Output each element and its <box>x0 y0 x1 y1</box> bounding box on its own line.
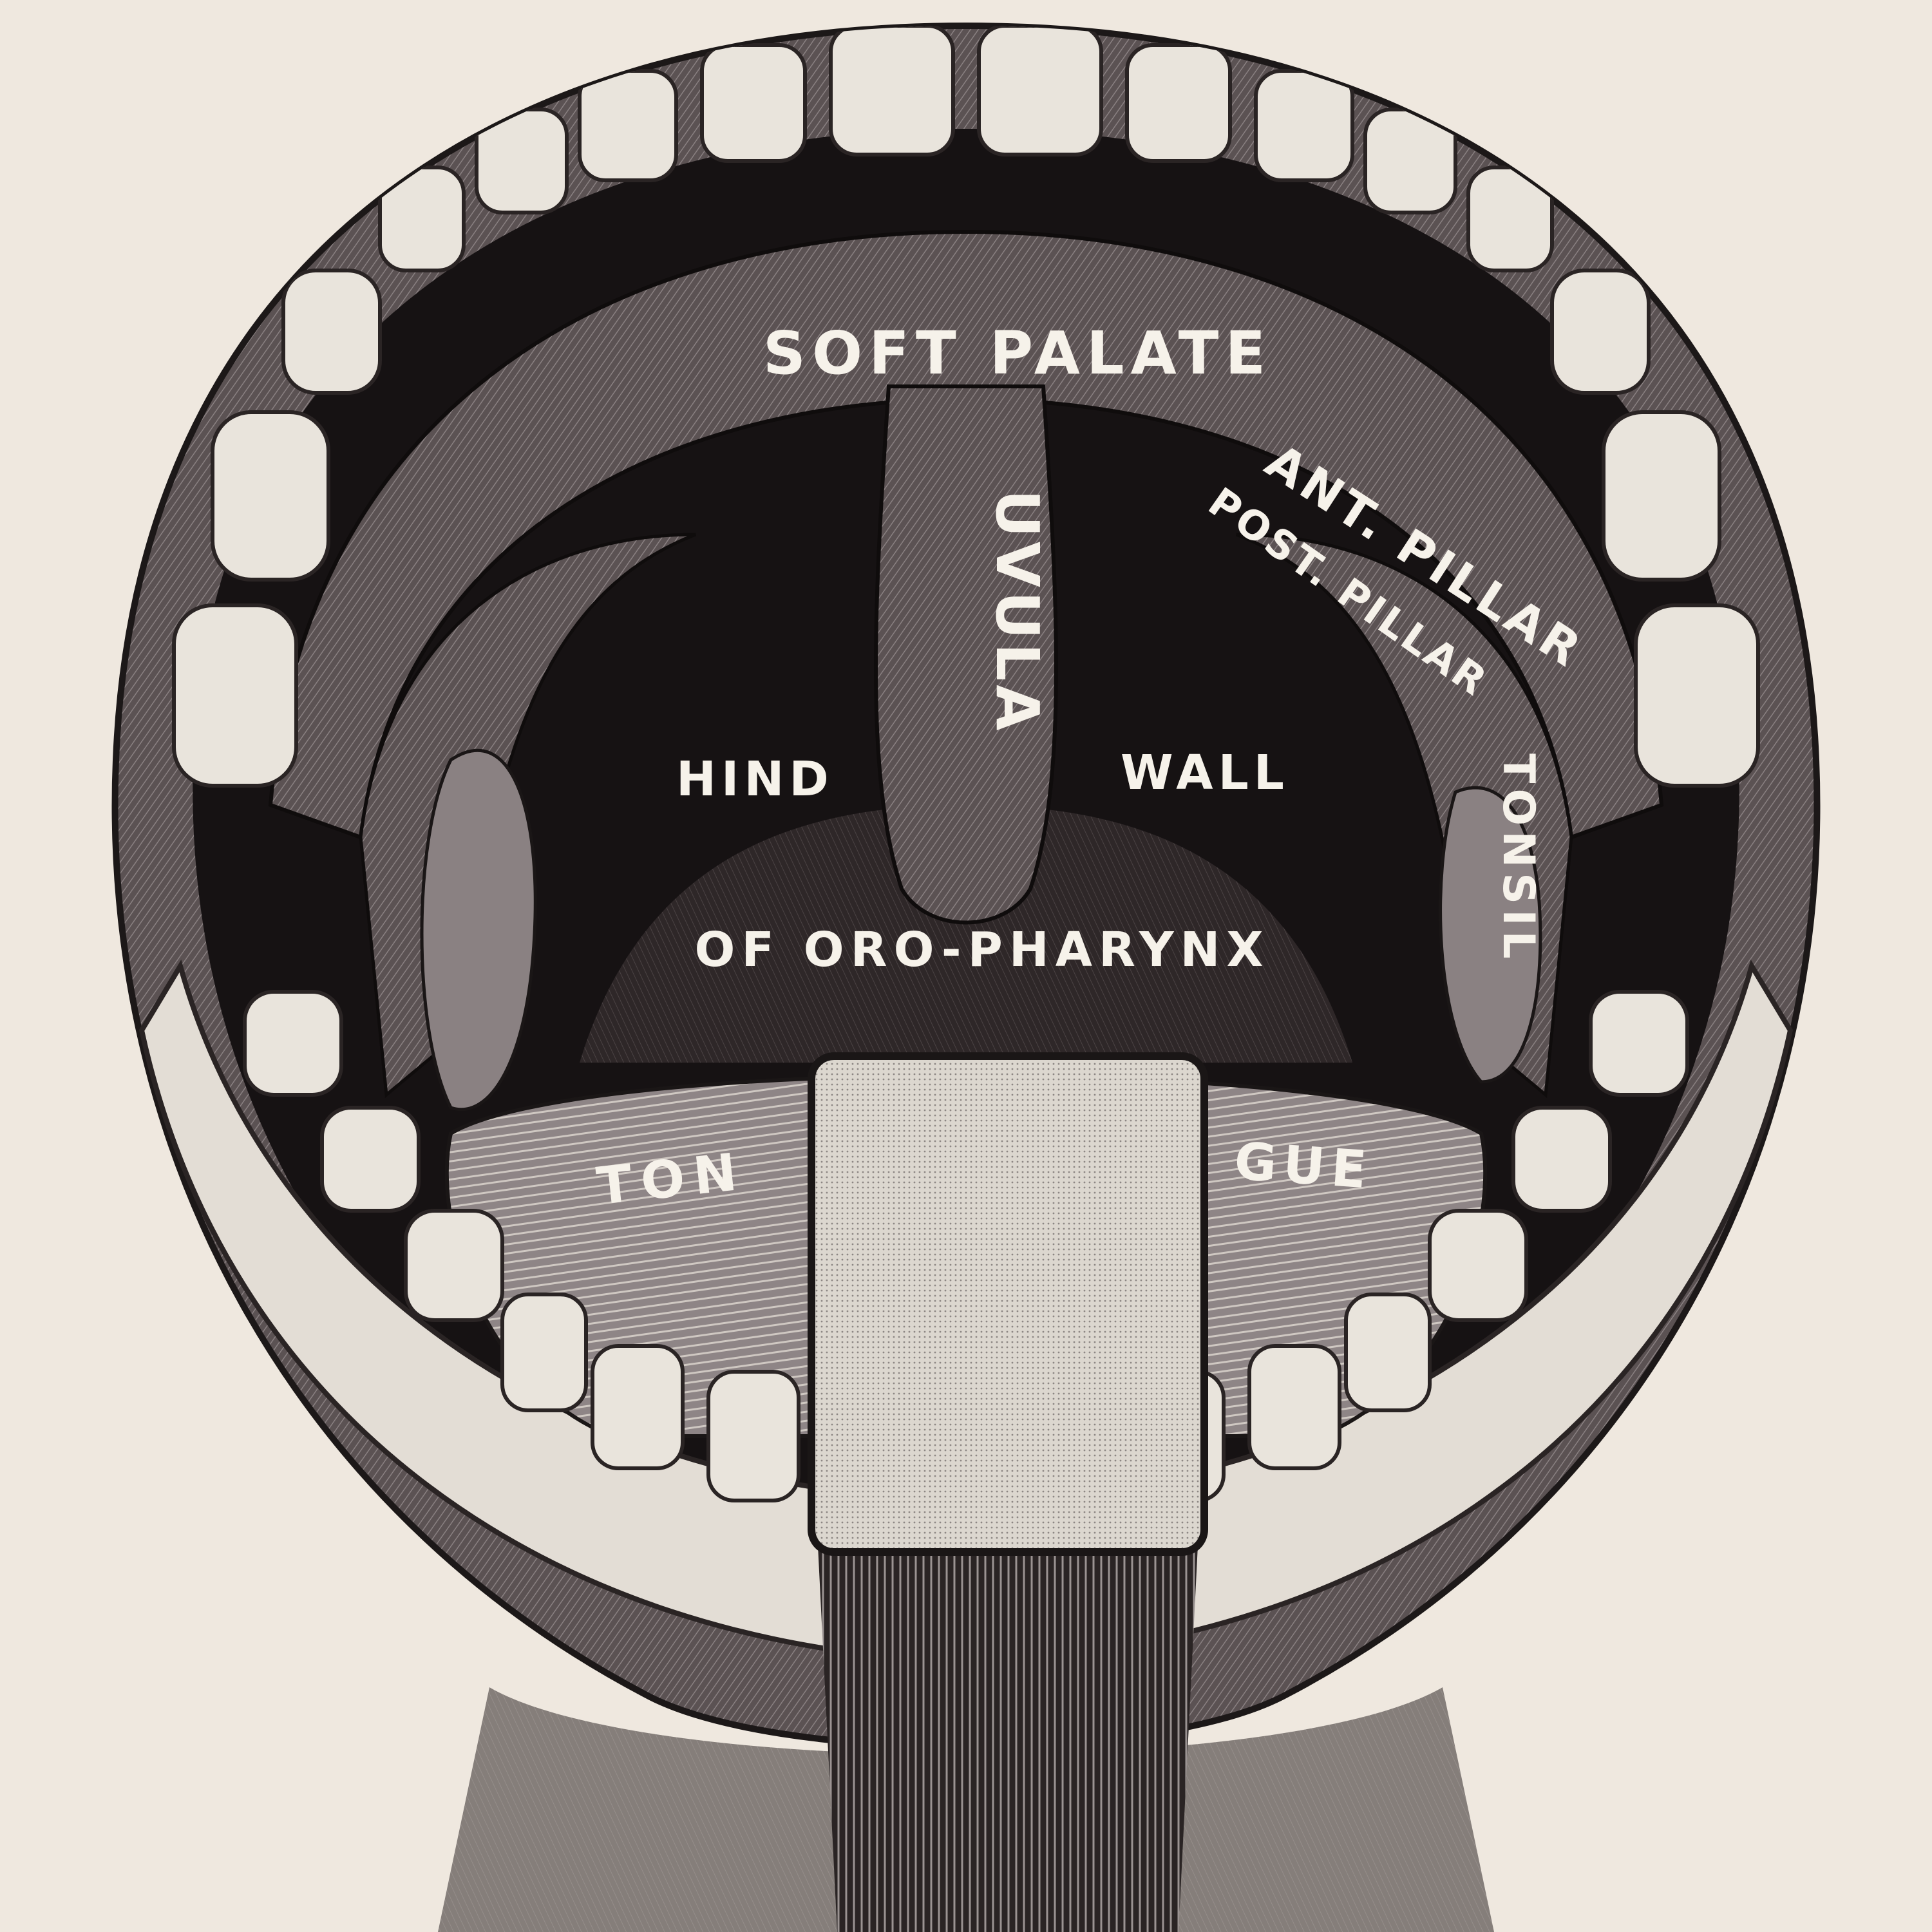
label-tonsil: TONSIL <box>1493 753 1544 964</box>
label-gue: GUE <box>1233 1131 1375 1200</box>
label-wall: WALL <box>1121 745 1289 800</box>
left-tonsil <box>420 748 537 1112</box>
lower-teeth <box>243 990 1689 1502</box>
tongue-depressor <box>808 1052 1208 1932</box>
label-hind: HIND <box>676 752 834 807</box>
right-tonsil <box>1439 786 1542 1084</box>
label-soft-palate: SOFT PALATE <box>763 319 1273 388</box>
label-of-oro-pharynx: OF ORO-PHARYNX <box>694 922 1269 978</box>
label-uvula: UVULA <box>983 489 1052 734</box>
upper-teeth <box>172 26 1760 788</box>
hind-wall <box>580 805 1352 1063</box>
uvula <box>874 384 1058 925</box>
